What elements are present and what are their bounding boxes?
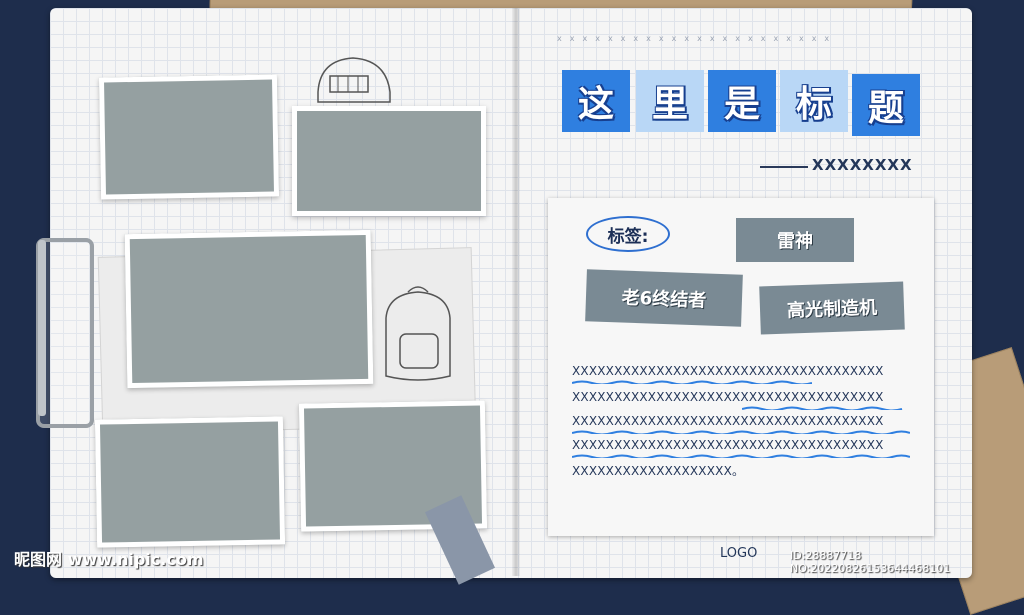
photo-placeholder-1 (98, 74, 280, 200)
x-marks-row: xxxxxxxxxxxxxxxxxxxxxx (557, 34, 838, 43)
photo-placeholder-4 (94, 416, 286, 548)
logo-text: LOGO (720, 546, 758, 561)
tag-tape-1: 雷神 (736, 218, 854, 262)
photo-placeholder-3 (124, 229, 374, 389)
tags-label: 标签: (586, 216, 670, 252)
title-char-3: 是 (708, 70, 776, 132)
body-line-5: XXXXXXXXXXXXXXXXXXX。 (572, 464, 745, 478)
highlight-wave-2 (742, 406, 903, 410)
subtitle-rule (760, 166, 808, 168)
tag-tape-3: 高光制造机 (759, 281, 905, 335)
body-line-2: XXXXXXXXXXXXXXXXXXXXXXXXXXXXXXXXXXXXX (572, 390, 884, 404)
helmet-sketch-icon (317, 57, 391, 103)
title-char-1: 这 (562, 70, 630, 132)
title-char-2: 里 (636, 70, 704, 132)
highlight-wave-3 (572, 430, 910, 434)
body-line-1: XXXXXXXXXXXXXXXXXXXXXXXXXXXXXXXXXXXXX (572, 364, 884, 378)
subtitle: XXXXXXXX (812, 156, 913, 174)
body-line-3: XXXXXXXXXXXXXXXXXXXXXXXXXXXXXXXXXXXXX (572, 414, 884, 428)
photo-placeholder-2 (292, 106, 486, 216)
title-char-5: 题 (852, 74, 920, 136)
tag-tape-2: 老6终结者 (585, 269, 743, 327)
highlight-wave-4 (572, 454, 910, 458)
watermark-right: ID:28887718 NO:20220826153644468101 (790, 549, 951, 575)
highlight-wave-1 (572, 380, 812, 384)
watermark-left: 昵图网 www.nipic.com (14, 550, 204, 569)
notebook-fold (512, 8, 520, 576)
binder-clip-bar (38, 240, 46, 416)
backpack-sketch-icon (385, 286, 451, 381)
title-char-4: 标 (780, 70, 848, 132)
body-line-4: XXXXXXXXXXXXXXXXXXXXXXXXXXXXXXXXXXXXX (572, 438, 884, 452)
